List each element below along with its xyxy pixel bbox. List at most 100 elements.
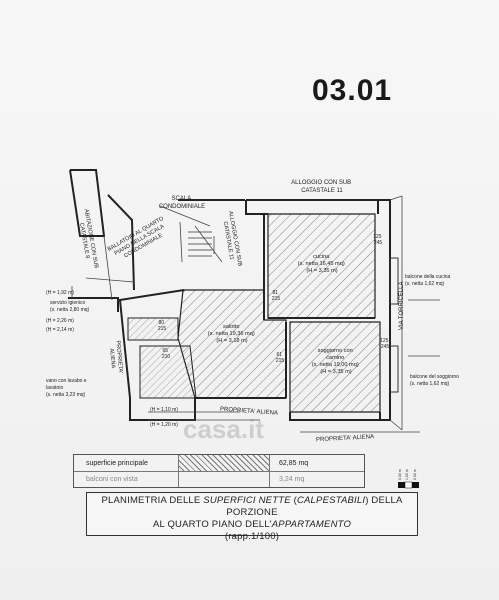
scale-seg-2 [404,481,413,489]
vano-line-1: vano con lavabo e [46,378,87,384]
legend: superficie principale 62,85 mq balconi c… [73,454,365,488]
label-proprieta-bottom-2: PROPRIETA' ALIENA [316,434,374,443]
door-d5-line-1: 80 [159,320,165,326]
stair [188,231,212,257]
room-label-servizio: servizio igienico (s. netta 2,80 mq) [50,300,90,313]
balcone-cucina-outline [389,257,399,305]
balcone-soggiorno-line-2: (s. netta 1,62 mq) [410,381,450,387]
balcone-soggiorno-line-1: balcone del soggiorno [410,374,459,380]
height-h5: (H = 1,20 m) [150,422,178,428]
salotto-line-3: (H = 3,18 m) [216,338,247,344]
watermark: casa.it [183,414,264,444]
door-d3: 61 215 [276,352,285,364]
legend-value-balconi: 3,24 mq [279,475,305,483]
scale-seg-1 [398,482,405,488]
room-label-soggiorno: soggiorno con camino (s. netta 19,00 mq)… [312,348,361,375]
balcone-cucina-line-2: (s. netta 1,62 mq) [405,281,445,287]
servizio-line-2: (s. netta 2,80 mq) [50,307,90,313]
title-p1-c: ) DELLA PORZIONE [226,495,403,518]
room-servizio [127,317,179,341]
height-h2: (H = 2,26 m) [46,318,74,324]
legend-value-principale: 62,85 mq [279,459,309,467]
door-d1-line-1: 125 [373,234,382,240]
door-d2-line-1: 81 [273,290,279,296]
balcone-soggiorno-outline [389,345,399,393]
door-d5: 80 215 [158,320,167,332]
room-label-salotto: salotto (s. netta 19,36 mq) (H = 3,18 m) [208,324,257,344]
vano-line-2: lavatoio [46,385,63,391]
servizio-line-1: servizio igienico [50,300,86,306]
title-p1: PLANIMETRIA DELLE [101,495,204,506]
scale-seg-3 [412,482,419,488]
title-line-1: PLANIMETRIA DELLE SUPERFICI NETTE (CALPE… [87,495,417,519]
door-d6: 65 210 [162,348,171,360]
scala-line-1: SCALA [171,196,191,202]
soggiorno-line-3: (s. netta 19,00 mq) [312,362,359,368]
door-d5-line-2: 215 [158,326,167,332]
door-d6-line-1: 65 [163,348,169,354]
walls [68,169,391,421]
cucina-line-2: (s. netta 16,45 mq) [298,261,345,267]
proprieta-left-line-2: ALIENA [108,348,116,369]
legend-label-principale: superficie principale [86,459,148,467]
scale-tick-2: 2,00 m [413,469,417,480]
proprieta-left-line-1: PROPRIETA' [114,340,123,373]
height-h1: (H = 1,92 m) [46,290,74,296]
door-d3-line-1: 61 [277,352,283,358]
balcone-cucina-line-1: balcone della cucina [405,274,451,280]
soggiorno-line-2: camino [326,355,344,361]
height-h4: (H = 1,10 m) [150,407,178,413]
label-alloggio-sub: ALLOGGIO CON SUB CATASTALE 11 [220,211,243,270]
height-h3: (H = 2,14 m) [46,327,74,333]
title-p1-b: ( [290,495,297,506]
door-d3-line-2: 215 [276,358,285,364]
room-label-vano: vano con lavabo e lavatoio (s. netta 3,2… [46,378,88,398]
title-line-3: (rapp.1/100) [224,531,280,542]
room-label-balcone-cucina: balcone della cucina (s. netta 1,62 mq) [405,274,452,287]
door-d6-line-2: 210 [162,354,171,360]
room-label-cucina: cucina (s. netta 16,45 mq) (H = 3,35 m) [298,254,347,274]
door-d1: 125 245 [373,234,383,246]
legend-row-principale: superficie principale 62,85 mq [74,455,364,472]
scale-tick-0: 0,00 m [398,469,402,480]
neighbor-top-line-2: CATASTALE 11 [301,188,343,194]
legend-swatch-hatch [178,455,270,471]
cucina-line-1: cucina [313,254,330,260]
door-d2: 81 215 [272,290,281,302]
title-p1-it: SUPERFICI NETTE [203,495,291,506]
scale-tick-1: 1,00 m [405,469,409,480]
label-proprieta-bottom: PROPRIETA' ALIENA [220,407,278,417]
legend-row-balconi: balconi con vista 3,24 mq [74,471,364,487]
title-p2: AL QUARTO PIANO DELL' [152,519,272,530]
salotto-line-2: (s. netta 19,36 mq) [208,331,255,337]
label-via: VIA TORRICELLA [399,282,405,330]
label-ballatoio: BALLATOIO AL QUARTO PIANO DELLA SCALA CO… [107,215,174,265]
title-line-2: AL QUARTO PIANO DELL'APPARTAMENTO [87,519,417,531]
soggiorno-line-4: (H = 3,35 m) [320,369,351,375]
scala-line-2: CONDOMINIALE [159,204,205,210]
vano-line-3: (s. netta 3,23 mq) [46,392,86,398]
scale-bar: 0,00 m 1,00 m 2,00 m [398,469,419,489]
door-d1-line-2: 245 [374,240,383,246]
door-d4-line-1: 125 [380,338,389,344]
legend-swatch-plain [178,471,270,487]
salotto-line-1: salotto [223,324,239,330]
soggiorno-line-1: soggiorno con [318,348,353,354]
title-block: PLANIMETRIA DELLE SUPERFICI NETTE (CALPE… [86,492,418,542]
neighbor-top-line-1: ALLOGGIO CON SUB [291,180,351,186]
legend-label-balconi: balconi con vista [86,475,138,483]
title-p1-it2: CALPESTABILI [296,495,366,506]
title-p2-it: APPARTAMENTO [271,519,352,530]
label-scala: SCALA CONDOMINIALE [159,196,205,210]
label-proprieta-left: PROPRIETA' ALIENA [108,340,124,376]
sheet-number: 03.01 [312,74,393,107]
door-d4: 125 245 [380,338,390,350]
door-d2-line-2: 215 [272,296,281,302]
room-label-balcone-soggiorno: balcone del soggiorno (s. netta 1,62 mq) [410,374,460,387]
cucina-line-3: (H = 3,35 m) [306,268,337,274]
door-d4-line-2: 245 [381,344,390,350]
label-neighbor-left: ABITAZIONE CON SUB CATASTALE 8 [76,209,99,272]
label-neighbor-top: ALLOGGIO CON SUB CATASTALE 11 [291,180,353,194]
